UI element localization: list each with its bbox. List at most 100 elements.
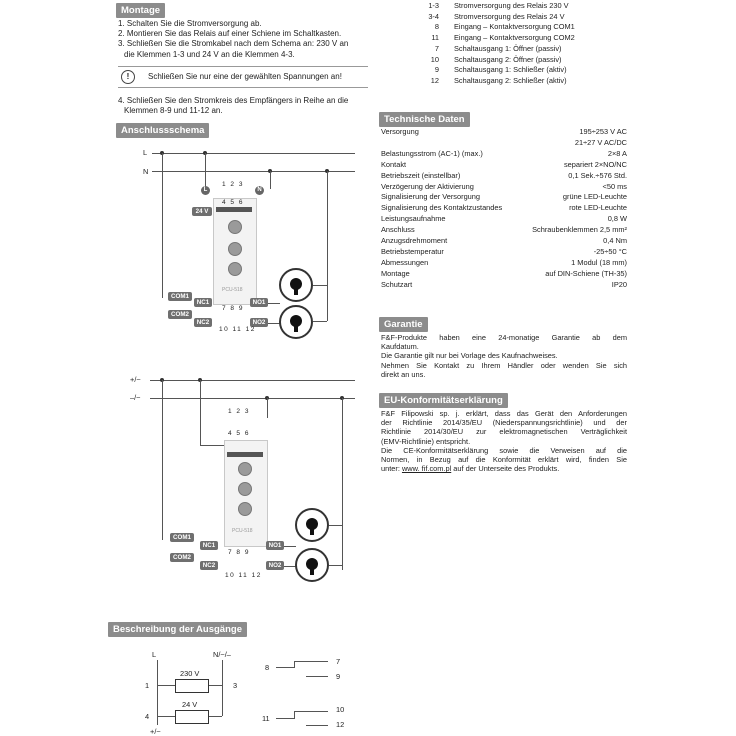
line-minus: [150, 398, 355, 399]
tech-row: Betriebstemperatur-25÷50 °C: [381, 247, 627, 257]
eu-line-suffix: auf der Unterseite des Produkts.: [451, 464, 560, 474]
wire: [284, 546, 296, 547]
lamp-2-icon: [279, 305, 313, 339]
desc-230v: 230 V: [180, 669, 200, 678]
wire: [342, 398, 343, 570]
tech-value: rote LED-Leuchte: [569, 203, 627, 213]
warning-icon: !: [121, 70, 135, 84]
wire: [222, 660, 223, 716]
garantie-line: F&F-Produkte haben eine 24-monatige Gara…: [381, 333, 627, 342]
tech-value: 0,4 Nm: [603, 236, 627, 245]
tech-value: -25÷50 °C: [593, 246, 627, 256]
contact-wire: [294, 661, 328, 662]
desc-t7: 7: [336, 657, 341, 666]
desc-N: N/~/–: [213, 650, 231, 659]
wire: [200, 380, 201, 446]
badge-com2-2: COM2: [170, 553, 194, 562]
badge-com1: COM1: [168, 292, 192, 301]
badge-nc1-2: NC1: [200, 541, 218, 550]
badge-no1: NO1: [250, 298, 268, 307]
relay-knob: [228, 262, 242, 276]
wire: [329, 525, 342, 526]
montage-step-4: 4. Schließen Sie den Stromkreis des Empf…: [118, 96, 368, 116]
badge-com1-2: COM1: [170, 533, 194, 542]
garantie-line: direkt an uns.: [381, 369, 426, 379]
terminal-num: 3-4: [428, 11, 439, 21]
wire: [313, 285, 327, 286]
tech-value: 2×8 A: [607, 148, 627, 158]
eu-header: EU-Konformitätserklärung: [379, 393, 508, 408]
terminal-desc: Stromversorgung des Relais 24 V: [454, 11, 565, 21]
desc-t12: 12: [336, 720, 345, 729]
step-3-cont: die Klemmen 1-3 und 24 V an die Klemmen …: [124, 49, 295, 59]
tech-value: grüne LED-Leuchte: [562, 192, 627, 202]
tech-value: separiert 2×NO/NC: [563, 159, 627, 169]
desc-t9: 9: [336, 672, 341, 681]
eu-line: der Richtlinie 2014/35/EU (Niederspannun…: [381, 418, 627, 428]
badge-nc2-2: NC2: [200, 561, 218, 570]
relay-knob: [238, 502, 252, 516]
terminals-mid: 4 5 6: [222, 199, 244, 206]
terminal-desc: Schaltausgang 1: Öffner (passiv): [454, 43, 562, 53]
relay-knob: [228, 220, 242, 234]
terminal-num: 8: [434, 22, 439, 32]
tech-label: Verzögerung der Aktivierung: [381, 181, 474, 191]
terminal-desc: Stromversorgung des Relais 230 V: [454, 1, 569, 10]
contact-wire: [294, 711, 295, 719]
lamp-3-icon: [295, 508, 329, 542]
terminals-bot-2: 7 8 9: [228, 549, 250, 556]
tech-label: Anschluss: [381, 225, 415, 235]
tech-label: Belastungsstrom (AC-1) (max.): [381, 148, 483, 158]
step-1: 1. Schalten Sie die Stromversorgung ab.: [118, 19, 262, 28]
terminals-top-2: 1 2 3: [228, 408, 250, 415]
contact-wire: [294, 661, 295, 668]
wire: [205, 153, 206, 189]
terminal-num: 1-3: [428, 1, 439, 10]
relay-bar: [227, 452, 263, 457]
contact-wire: [276, 718, 294, 719]
desc-t3: 3: [233, 681, 238, 690]
terminal-num: 12: [430, 75, 439, 85]
eu-line: F&F Filipowski sp. j. erklärt, dass das …: [381, 409, 627, 418]
wire: [200, 445, 228, 446]
tech-header: Technische Daten: [379, 112, 470, 127]
wire: [157, 716, 175, 717]
tech-value: <50 ms: [602, 181, 627, 191]
tech-label: Kontakt: [381, 159, 407, 169]
step-3: 3. Schließen Sie die Stromkabel nach dem…: [118, 39, 349, 49]
wire: [162, 380, 163, 540]
eu-line: Die CE-Konformitätserklärung sowie die V…: [381, 445, 627, 455]
step-2: 2. Montieren Sie das Relais auf einer Sc…: [118, 29, 342, 39]
badge-nc1: NC1: [194, 298, 212, 307]
badge-nc2: NC2: [194, 318, 212, 327]
relay-knob: [238, 462, 252, 476]
tech-label: Schutzart: [381, 279, 413, 289]
line-N-label: N: [143, 167, 149, 176]
tech-label: Abmessungen: [381, 257, 429, 267]
anschlussschema-header: Anschlussschema: [116, 123, 210, 138]
desc-t1: 1: [145, 681, 150, 690]
terminal-desc: Schaltausgang 2: Schließer (aktiv): [454, 75, 567, 85]
plus-label: +/~: [130, 375, 141, 384]
tech-value: 0,1 Sek.÷576 Std.: [568, 170, 627, 180]
warning-box: ! Schließen Sie nur eine der gewählten S…: [118, 66, 368, 88]
tech-row: Belastungsstrom (AC-1) (max.) 2×8 A: [381, 149, 627, 159]
tech-label: Leistungsaufnahme: [381, 214, 446, 224]
badge-no1-2: NO1: [266, 541, 284, 550]
terminals-bot2-2: 10 11 12: [225, 572, 262, 579]
eu-link[interactable]: www. fif.com.pl: [401, 464, 452, 474]
terminals-bot2: 10 11 12: [219, 326, 256, 333]
montage-header: Montage: [116, 3, 166, 18]
beschreibung-header: Beschreibung der Ausgänge: [108, 622, 247, 637]
tech-label: Montage: [381, 268, 410, 278]
contact-wire: [294, 711, 328, 712]
wire: [268, 303, 280, 304]
tech-value: auf DIN-Schiene (TH-35): [545, 268, 627, 278]
eu-line-last: unter: www. fif.com.pl auf der Unterseit…: [381, 464, 627, 473]
garantie-text: F&F-Produkte haben eine 24-monatige Gara…: [381, 333, 627, 379]
desc-L: L: [152, 650, 157, 659]
contact-wire: [306, 725, 328, 726]
